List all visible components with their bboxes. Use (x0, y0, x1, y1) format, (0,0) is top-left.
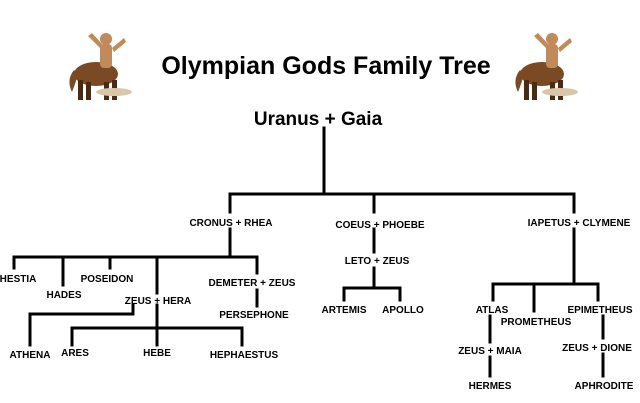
node-hephaestus: HEPHAESTUS (210, 350, 279, 361)
node-uranus-gaia: Uranus + Gaia (254, 109, 383, 130)
node-prometheus: PROMETHEUS (501, 317, 572, 328)
node-hestia: HESTIA (0, 274, 36, 285)
node-hades: HADES (46, 290, 81, 301)
node-coeus-phoebe: COEUS + PHOEBE (335, 220, 425, 231)
node-aphrodite: APHRODITE (575, 381, 634, 392)
node-apollo: APOLLO (382, 305, 424, 316)
node-leto-zeus: LETO + ZEUS (345, 256, 410, 267)
node-iapetus-clymene: IAPETUS + CLYMENE (528, 218, 631, 229)
centaur-icon (69, 33, 132, 100)
tree-connectors (12, 126, 605, 378)
centaur-icon (515, 33, 578, 100)
node-zeus-dione: ZEUS + DIONE (562, 343, 632, 354)
node-poseidon: POSEIDON (81, 274, 134, 285)
node-zeus-hera: ZEUS + HERA (125, 296, 191, 307)
node-hermes: HERMES (469, 381, 512, 392)
node-ares: ARES (61, 348, 89, 359)
node-epimetheus: EPIMETHEUS (567, 305, 632, 316)
node-hebe: HEBE (143, 348, 171, 359)
node-athena: ATHENA (10, 350, 51, 361)
node-zeus-maia: ZEUS + MAIA (458, 346, 522, 357)
node-persephone: PERSEPHONE (219, 310, 289, 321)
node-atlas: ATLAS (476, 305, 509, 316)
node-artemis: ARTEMIS (322, 305, 367, 316)
node-demeter-zeus: DEMETER + ZEUS (209, 278, 296, 289)
node-cronus-rhea: CRONUS + RHEA (189, 218, 272, 229)
page-title: Olympian Gods Family Tree (161, 52, 490, 80)
